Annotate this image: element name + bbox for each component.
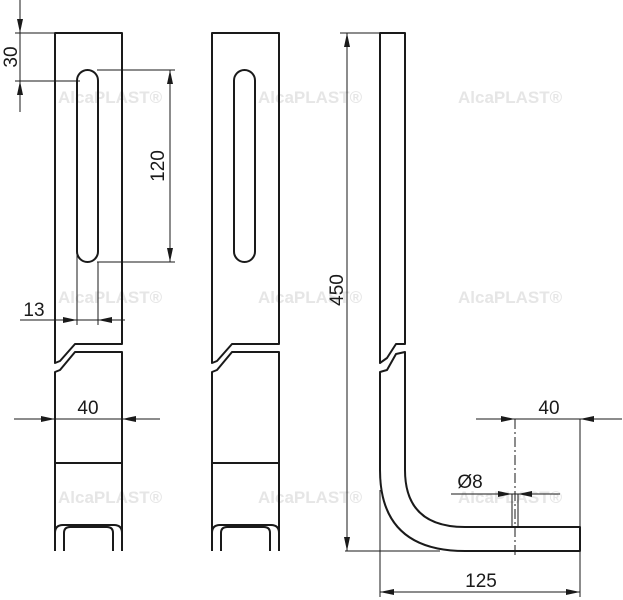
dimension-40-front: 40 — [14, 398, 160, 422]
slot — [76, 69, 99, 263]
watermark: AlcaPLAST® — [58, 88, 163, 107]
watermark: AlcaPLAST® — [458, 288, 563, 307]
lower-plate — [54, 351, 123, 551]
bent-strip — [379, 351, 581, 552]
dimension-13: 13 — [20, 250, 125, 325]
dim-label-diameter-8: Ø8 — [457, 472, 482, 493]
dim-label-40: 40 — [77, 398, 98, 419]
dim-label-120: 120 — [148, 150, 169, 182]
dim-label-125: 125 — [465, 571, 497, 592]
slot — [233, 69, 256, 263]
dimension-30: 30 — [1, 0, 80, 112]
watermark: AlcaPLAST® — [458, 88, 563, 107]
dimension-450: 450 — [327, 32, 440, 552]
upper-strip — [379, 32, 406, 364]
watermark: AlcaPLAST® — [458, 488, 563, 507]
watermark: AlcaPLAST® — [258, 88, 363, 107]
watermark: AlcaPLAST® — [258, 288, 363, 307]
dim-label-30: 30 — [1, 46, 22, 67]
upper-plate — [211, 32, 280, 364]
back-view — [211, 32, 280, 551]
watermark: AlcaPLAST® — [258, 488, 363, 507]
watermark: AlcaPLAST® — [58, 488, 163, 507]
upper-plate — [54, 32, 123, 364]
channel-profile — [211, 524, 280, 551]
watermark: AlcaPLAST® — [58, 288, 163, 307]
dimension-diameter-8: Ø8 — [451, 472, 560, 497]
dim-label-40-side: 40 — [538, 398, 559, 419]
dimension-125: 125 — [379, 490, 581, 597]
channel-profile — [54, 524, 123, 551]
dim-label-13: 13 — [23, 300, 44, 321]
dimension-120: 120 — [97, 69, 175, 263]
watermarks: AlcaPLAST® AlcaPLAST® AlcaPLAST® AlcaPLA… — [58, 88, 563, 507]
dim-label-450: 450 — [327, 274, 348, 306]
lower-plate — [211, 351, 280, 551]
dimension-40-side: 40 — [476, 398, 622, 527]
